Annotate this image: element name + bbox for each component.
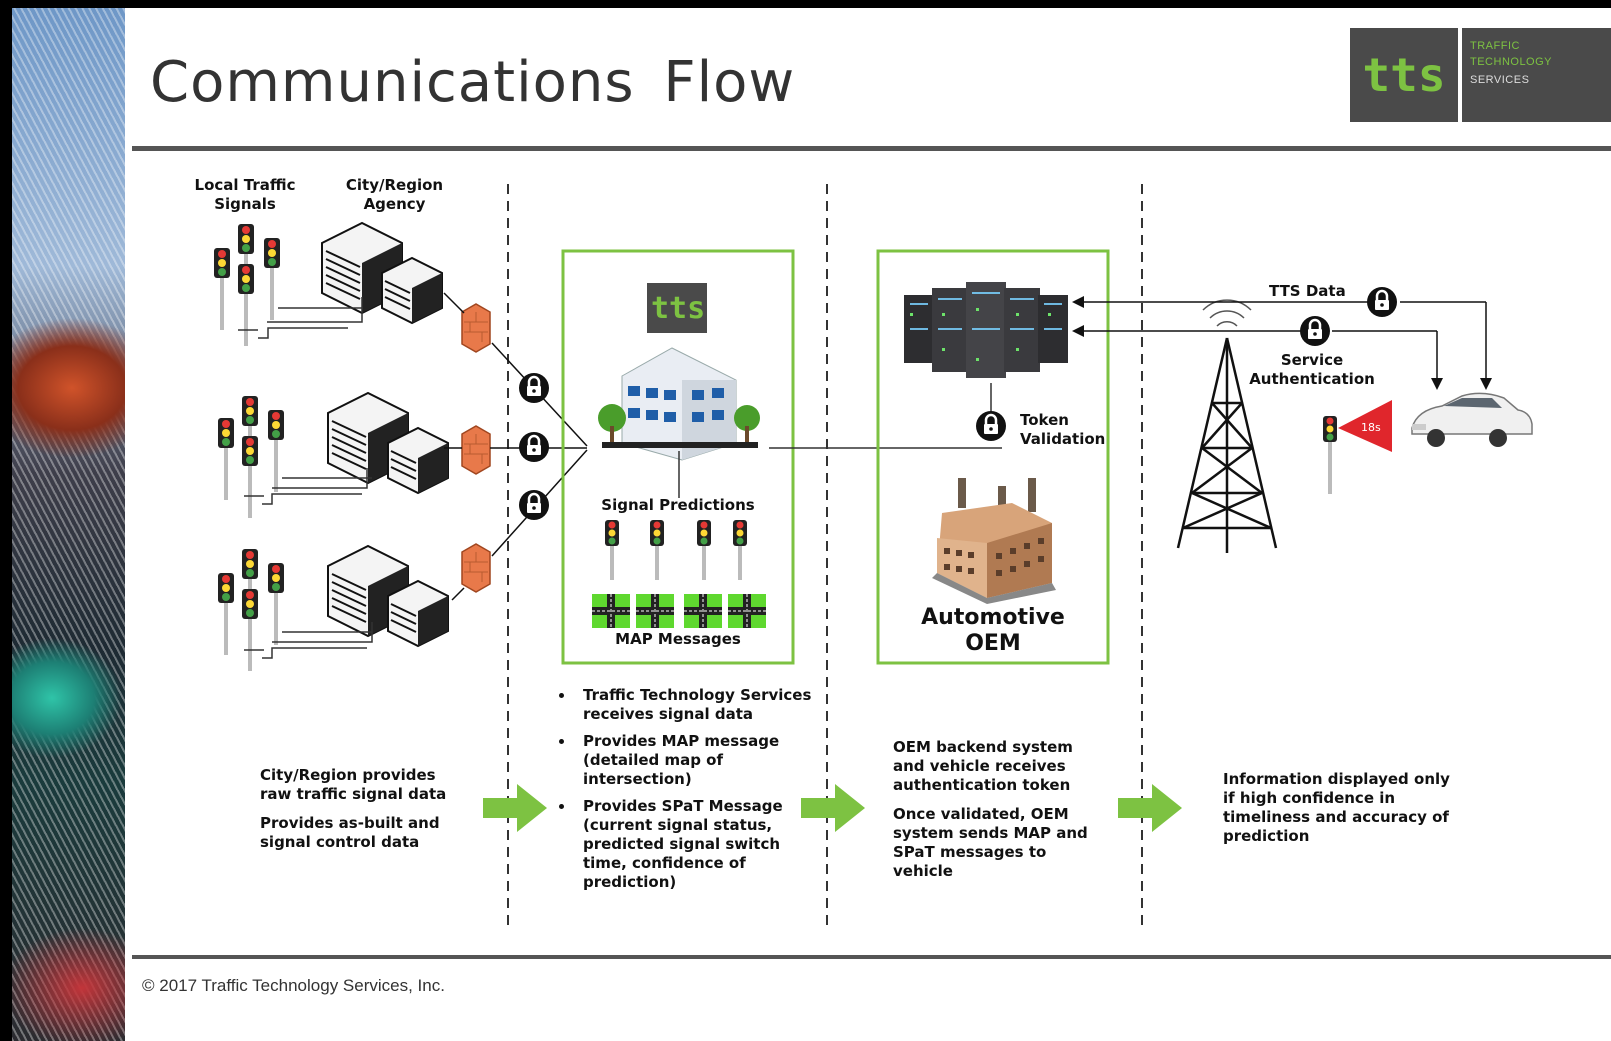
column4-description: Information displayed only if high confi…	[1223, 770, 1453, 856]
label-token-validation: Token Validation	[1020, 411, 1106, 448]
countdown-text: 18s	[1361, 421, 1381, 434]
tts-logo-line3: SERVICES	[1470, 74, 1530, 86]
map-message-tiles	[591, 593, 767, 629]
column2-bullet: Traffic Technology Services receives sig…	[575, 686, 815, 724]
tower-signal-waves	[1202, 299, 1252, 327]
agency-lock-icons	[517, 371, 551, 522]
cell-tower-icon	[1176, 337, 1278, 553]
tts-box-logo-bg	[647, 283, 707, 333]
token-lock-icon	[974, 409, 1008, 443]
column3-description: OEM backend system and vehicle receives …	[893, 738, 1093, 891]
tts-logo-line1: TRAFFIC	[1470, 40, 1520, 52]
column2-bullet-list: Traffic Technology Services receives sig…	[557, 686, 815, 900]
automotive-factory-icon	[932, 478, 1056, 604]
tts-logo-mark: tts	[1350, 28, 1458, 122]
label-signal-predictions: Signal Predictions	[601, 496, 755, 514]
tts-office-building-icon	[598, 347, 760, 461]
tts-logo-words: TRAFFIC TECHNOLOGY SERVICES	[1462, 28, 1611, 122]
oem-box	[876, 249, 1110, 665]
countdown-indicator	[1338, 400, 1392, 452]
column1-text-2: Provides as-built and signal control dat…	[260, 814, 440, 851]
label-local-traffic-signals: Local Traffic Signals	[194, 176, 296, 213]
label-map-messages: MAP Messages	[615, 630, 741, 648]
service-auth-lock-icon	[1298, 314, 1332, 348]
label-tts-data: TTS Data	[1269, 282, 1346, 300]
tts-logo-line2: TECHNOLOGY	[1470, 56, 1553, 68]
data-flow-arrows	[1082, 301, 1487, 380]
tts-box	[561, 249, 795, 665]
column3-text-1: OEM backend system and vehicle receives …	[893, 738, 1073, 794]
label-city-region-agency: City/Region Agency	[345, 176, 444, 213]
arrow-heads	[1072, 296, 1492, 390]
signal-groups	[214, 222, 449, 671]
copyright-footer: © 2017 Traffic Technology Services, Inc.	[142, 976, 445, 995]
column2-bullet: Provides SPaT Message (current signal st…	[575, 797, 815, 892]
side-decorative-artwork	[12, 8, 125, 1041]
oem-server-rack-icon	[904, 282, 1068, 378]
footer-divider	[132, 955, 1611, 959]
title-divider	[132, 146, 1611, 151]
column1-text-1: City/Region provides raw traffic signal …	[260, 766, 447, 803]
vehicle-traffic-signal-icon	[1323, 416, 1337, 494]
car-icon	[1411, 392, 1533, 447]
column4-text-1: Information displayed only if high confi…	[1223, 770, 1450, 845]
tts-data-lock-icon	[1365, 285, 1399, 319]
tts-logo: tts TRAFFIC TECHNOLOGY SERVICES	[1350, 28, 1611, 122]
column2-bullet: Provides MAP message (detailed map of in…	[575, 732, 815, 789]
label-automotive-oem: Automotive OEM	[921, 605, 1065, 656]
firewalls	[461, 303, 491, 593]
tts-box-logo-mark: tts	[651, 291, 706, 326]
column3-text-2: Once validated, OEM system sends MAP and…	[893, 805, 1088, 880]
slide-title: Communications Flow	[150, 50, 796, 115]
column1-description: City/Region provides raw traffic signal …	[260, 766, 470, 862]
signal-prediction-lights	[605, 520, 747, 580]
slide: Communications Flow tts TRAFFIC TECHNOLO…	[12, 8, 1611, 1041]
communications-flow-diagram: 18s	[214, 184, 1533, 928]
label-service-authentication: Service Authentication	[1249, 351, 1375, 388]
